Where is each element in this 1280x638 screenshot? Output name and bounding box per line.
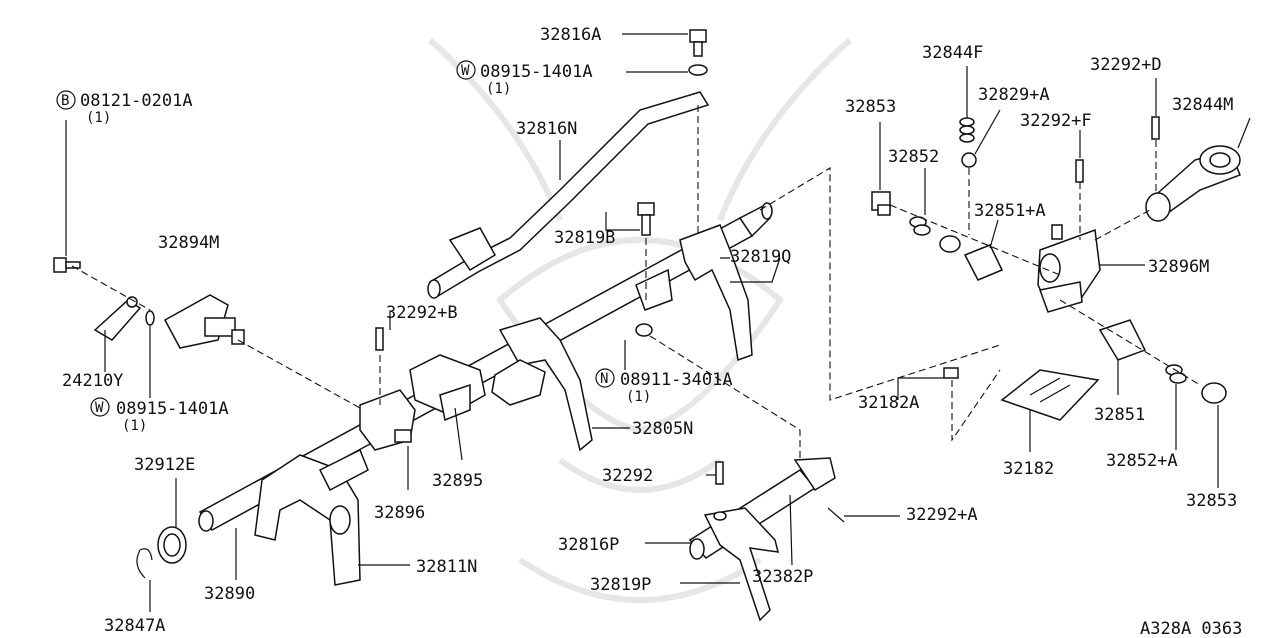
washer-08915-left (145, 310, 155, 326)
dashed-guides (71, 105, 1201, 460)
label-32829A: 32829+A (978, 85, 1050, 105)
label-32292D: 32292+D (1090, 55, 1162, 75)
qty-08911: (1) (626, 389, 651, 405)
label-32805N: 32805N (632, 419, 693, 439)
pin-32292A (827, 507, 845, 523)
label-32182A: 32182A (858, 393, 919, 413)
label-32851: 32851 (1094, 405, 1145, 425)
label-32292A: 32292+A (906, 505, 978, 525)
bolt-32819B (637, 202, 655, 236)
label-24210Y: 24210Y (62, 371, 123, 391)
bolt-08121 (53, 257, 81, 273)
label-32182: 32182 (1003, 459, 1054, 479)
arm-32844M (1145, 145, 1241, 222)
label-32896M: 32896M (1148, 257, 1209, 277)
shift-fork-32819P (703, 507, 779, 622)
label-32853-bottom: 32853 (1186, 491, 1237, 511)
label-32816P: 32816P (558, 535, 619, 555)
interlock-32896 (359, 389, 416, 451)
fork-bracket-32895 (409, 354, 486, 422)
seal-inner (163, 533, 181, 557)
pin-32292B (375, 327, 384, 351)
qty-08121: (1) (86, 110, 111, 126)
label-32382P: 32382P (752, 567, 813, 587)
label-32844M: 32844M (1172, 95, 1233, 115)
plunger-32851A (939, 235, 1004, 281)
pin-32292F (1075, 159, 1084, 183)
bolt-32816A (688, 29, 708, 76)
label-32895: 32895 (432, 471, 483, 491)
washer-symbol-w-left (90, 397, 110, 417)
washer-08911 (635, 323, 653, 337)
label-32292F: 32292+F (1020, 111, 1092, 131)
label-32819P: 32819P (590, 575, 651, 595)
shift-rod-32816N (427, 91, 710, 299)
pin-32292 (715, 461, 724, 485)
label-32819Q: 32819Q (730, 247, 791, 267)
label-32896: 32896 (374, 503, 425, 523)
nut-symbol-n-mid (595, 368, 615, 388)
qty-08915-left: (1) (122, 418, 147, 434)
snap-ring-32847A (136, 548, 153, 579)
label-32811N: 32811N (416, 557, 477, 577)
plug-32853-bottom (1201, 382, 1227, 404)
bolt-symbol-b-left-letter: B (61, 93, 69, 109)
cover-32894M (163, 294, 245, 349)
qty-08915-top: (1) (486, 81, 511, 97)
shift-fork-32819Q (635, 224, 753, 362)
label-32852A: 32852+A (1106, 451, 1178, 471)
spring-32852 (909, 216, 931, 236)
label-08121: 08121-0201A (80, 91, 193, 111)
pin-32292D (1151, 116, 1160, 140)
housing-32896M (1037, 224, 1101, 313)
plate-32182 (1000, 369, 1100, 421)
label-08915-left: 08915-1401A (116, 399, 229, 419)
label-32851A: 32851+A (974, 201, 1046, 221)
label-32816N: 32816N (516, 119, 577, 139)
nut-symbol-n-mid-letter: N (600, 371, 608, 387)
label-32844F: 32844F (922, 43, 983, 63)
leader-lines (65, 33, 1251, 612)
label-32292B: 32292+B (386, 303, 458, 323)
label-32912E: 32912E (134, 455, 195, 475)
label-32894M: 32894M (158, 233, 219, 253)
plug-32853-top (871, 191, 891, 216)
watermark-emblem (428, 37, 852, 603)
clip-24210Y (93, 296, 142, 341)
label-08915-top: 08915-1401A (480, 62, 593, 82)
spring-32844F (959, 117, 975, 143)
label-32816A: 32816A (540, 25, 601, 45)
shift-fork-32805N (491, 317, 593, 452)
label-32852: 32852 (888, 147, 939, 167)
washer-symbol-w-left-letter: W (95, 400, 104, 416)
shift-fork-32811N (254, 448, 369, 586)
part-labels: 32816A W 08915-1401A (1) B 08121-0201A (… (56, 25, 1242, 638)
ball-32829A (961, 152, 977, 168)
plunger-32851 (1098, 319, 1147, 361)
label-32819B: 32819B (554, 228, 615, 248)
label-32292: 32292 (602, 466, 653, 486)
label-32853-top: 32853 (845, 97, 896, 117)
label-32847A: 32847A (104, 616, 165, 636)
bolt-symbol-b-left (56, 90, 76, 110)
label-32890: 32890 (204, 584, 255, 604)
washer-symbol-w-top-letter: W (461, 63, 470, 79)
spring-32852A (1165, 364, 1187, 384)
washer-symbol-w-top (456, 60, 476, 80)
label-08911: 08911-3401A (620, 370, 733, 390)
bolt-32182A (943, 367, 959, 379)
diagram-code: A328A 0363 (1140, 619, 1242, 638)
